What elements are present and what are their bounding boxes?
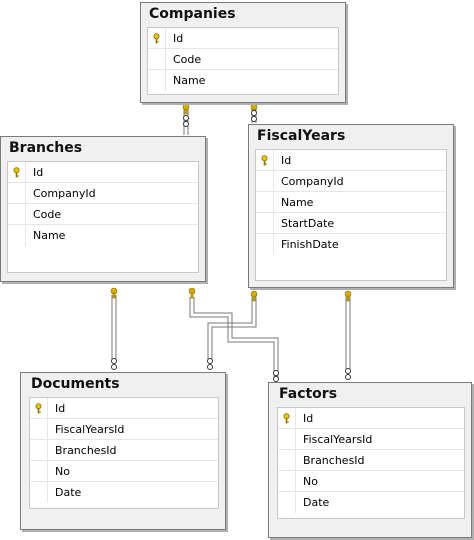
column-row[interactable]: Id [278,408,464,429]
table-branches[interactable]: Branches Id CompanyId Code Name [0,136,206,282]
column-name: No [303,474,318,488]
column-row[interactable]: FinishDate [256,234,446,255]
column-name: CompanyId [281,174,344,188]
column-grid: Id Code Name [147,27,339,95]
column-name: Id [173,31,184,45]
column-row[interactable]: FiscalYearsId [30,419,218,440]
key-icon [153,32,160,43]
connector-branches-documents [111,295,117,362]
column-name: FiscalYearsId [55,422,125,436]
table-title: FiscalYears [257,128,346,144]
column-name: FinishDate [281,238,339,251]
column-name: Id [303,411,314,425]
table-title: Branches [9,140,83,156]
column-row[interactable]: No [278,471,464,492]
column-row[interactable]: Code [148,49,338,70]
column-name: CompanyId [33,186,96,200]
table-fiscalyears[interactable]: FiscalYears Id CompanyId Name StartDate … [248,124,454,288]
column-name: FiscalYearsId [303,432,373,446]
column-row[interactable]: Date [30,482,218,503]
column-name: BranchesId [303,453,365,467]
column-grid: Id FiscalYearsId BranchesId No Date [29,397,219,509]
column-name: Name [281,195,314,209]
column-name: Date [55,486,82,499]
relationship-infinity-symbol [111,110,351,382]
column-row[interactable]: Code [8,204,198,225]
column-row[interactable]: Name [8,225,198,246]
column-row[interactable]: Name [256,192,446,213]
column-row[interactable]: StartDate [256,213,446,234]
column-row[interactable]: Id [148,28,338,49]
column-row[interactable]: CompanyId [256,171,446,192]
table-title: Factors [279,386,338,402]
column-name: Name [173,74,206,87]
column-row[interactable]: Name [148,70,338,91]
column-row[interactable]: Id [256,150,446,171]
column-row[interactable]: Date [278,492,464,513]
column-name: No [55,464,70,478]
table-title: Companies [149,6,236,22]
column-name: Id [33,165,44,179]
column-grid: Id CompanyId Name StartDate FinishDate [255,149,447,281]
connector-branches-factors [189,297,279,380]
table-title: Documents [31,376,120,392]
column-row[interactable]: BranchesId [278,450,464,471]
column-row[interactable]: Id [8,162,198,183]
column-name: Name [33,229,66,242]
key-icon [283,412,290,423]
key-icon [261,154,268,165]
column-grid: Id FiscalYearsId BranchesId No Date [277,407,465,519]
column-row[interactable]: BranchesId [30,440,218,461]
column-name: Code [33,207,62,221]
key-icon [35,402,42,413]
connector-fiscalyears-factors [345,297,351,370]
table-documents[interactable]: Documents Id FiscalYearsId BranchesId No… [20,372,226,530]
key-icon [13,166,20,177]
connector-fiscalyears-documents [207,297,257,362]
column-grid: Id CompanyId Code Name [7,161,199,273]
column-name: BranchesId [55,443,117,457]
column-row[interactable]: CompanyId [8,183,198,204]
column-name: Date [303,496,330,509]
column-row[interactable]: No [30,461,218,482]
column-name: Code [173,52,202,66]
relationship-key-symbol [110,103,352,302]
column-name: Id [281,153,292,167]
column-row[interactable]: FiscalYearsId [278,429,464,450]
table-factors[interactable]: Factors Id FiscalYearsId BranchesId No D… [268,382,472,538]
column-name: Id [55,401,66,415]
column-name: StartDate [281,216,335,230]
column-row[interactable]: Id [30,398,218,419]
table-companies[interactable]: Companies Id Code Name [140,2,346,103]
